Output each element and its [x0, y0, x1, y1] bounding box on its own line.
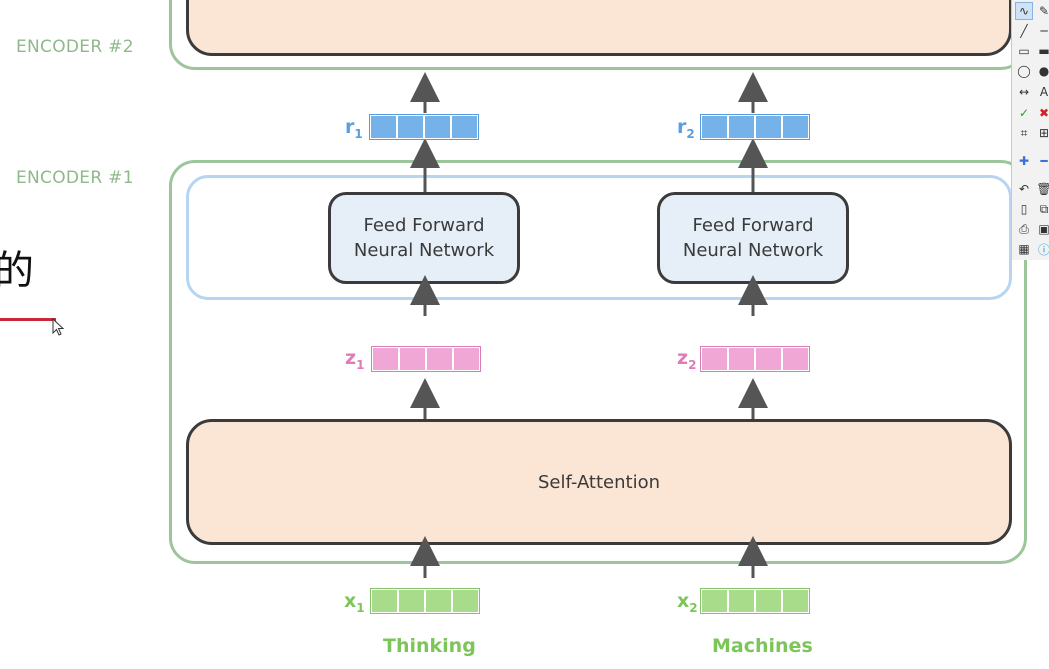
- z1-sub: 1: [356, 357, 365, 372]
- trash-icon[interactable]: 🗑: [1036, 182, 1049, 196]
- input-word-machines: Machines: [712, 635, 813, 657]
- ffn-1-line2: Neural Network: [353, 240, 495, 261]
- undo-icon[interactable]: ↶: [1018, 182, 1030, 196]
- z2-vector: [700, 346, 810, 372]
- red-underline-mark: [0, 318, 56, 321]
- ffn-2-line2: Neural Network: [682, 240, 824, 261]
- screen-icon[interactable]: ▦: [1018, 242, 1030, 256]
- pen-icon[interactable]: ✎: [1038, 4, 1049, 18]
- x1-letter: x: [344, 590, 357, 612]
- r1-label: r1: [345, 116, 363, 141]
- check-icon[interactable]: ✓: [1018, 106, 1030, 120]
- print-icon[interactable]: ⎙: [1019, 221, 1029, 236]
- z1-label: z1: [345, 347, 364, 372]
- double-arrow-icon[interactable]: ↔: [1018, 85, 1030, 99]
- minus-icon[interactable]: ━: [1040, 154, 1048, 168]
- encoder-1-block: [169, 160, 1027, 564]
- x1-vector: [370, 588, 480, 614]
- r1-vector: [369, 114, 479, 140]
- z2-label: z2: [677, 347, 696, 372]
- crop-icon[interactable]: ⌗: [1020, 125, 1028, 140]
- partial-chinese-text: 的: [0, 248, 34, 294]
- r1-letter: r: [345, 116, 355, 138]
- self-attention-layer: Self-Attention: [186, 419, 1012, 545]
- x2-label: x2: [677, 590, 698, 615]
- plus-icon[interactable]: ✚: [1018, 154, 1030, 168]
- x2-sub: 2: [689, 600, 698, 615]
- save-icon[interactable]: ▣: [1038, 222, 1049, 236]
- x2-vector: [700, 588, 810, 614]
- z1-letter: z: [345, 347, 357, 369]
- filled-ellipse-icon[interactable]: ●: [1038, 64, 1049, 78]
- encoder-2-self-attention: [186, 0, 1012, 56]
- r2-letter: r: [677, 116, 687, 138]
- info-icon[interactable]: ⓘ: [1037, 242, 1049, 257]
- r2-sub: 2: [686, 126, 695, 141]
- line-tool-icon[interactable]: ─: [1040, 24, 1048, 38]
- new-page-icon[interactable]: ▯: [1020, 202, 1028, 216]
- feed-forward-layer: [186, 175, 1012, 300]
- z1-vector: [371, 346, 481, 372]
- input-word-thinking: Thinking: [383, 635, 476, 657]
- r2-vector: [700, 114, 810, 140]
- cross-icon[interactable]: ✖: [1038, 106, 1049, 120]
- mouse-cursor-icon: [52, 318, 65, 336]
- annotation-toolbar: ∿ ✎ ╱ ─ ▭ ▬ ◯ ● ↔ A ✓ ✖ ⌗ ⊞ ✚ ━ ↶ 🗑 ▯ ⧉ …: [1011, 0, 1049, 260]
- x1-label: x1: [344, 590, 365, 615]
- z2-letter: z: [677, 347, 689, 369]
- x1-sub: 1: [356, 600, 365, 615]
- text-icon[interactable]: A: [1039, 85, 1049, 99]
- z2-sub: 2: [688, 357, 697, 372]
- zoom-box-icon[interactable]: ⊞: [1038, 126, 1049, 140]
- ffn-1-line1: Feed Forward: [363, 215, 485, 236]
- x2-letter: x: [677, 590, 690, 612]
- copy-icon[interactable]: ⧉: [1039, 201, 1049, 216]
- rectangle-icon[interactable]: ▭: [1018, 44, 1030, 58]
- r2-label: r2: [677, 116, 695, 141]
- filled-rectangle-icon[interactable]: ▬: [1038, 44, 1049, 58]
- ffn-2-line1: Feed Forward: [692, 215, 814, 236]
- freehand-icon[interactable]: ∿: [1015, 2, 1033, 20]
- encoder-1-label: ENCODER #1: [16, 168, 134, 188]
- self-attention-label: Self-Attention: [537, 471, 661, 493]
- encoder-2-label: ENCODER #2: [16, 37, 134, 57]
- line-icon[interactable]: ╱: [1020, 24, 1028, 38]
- r1-sub: 1: [354, 126, 363, 141]
- ellipse-icon[interactable]: ◯: [1017, 64, 1031, 78]
